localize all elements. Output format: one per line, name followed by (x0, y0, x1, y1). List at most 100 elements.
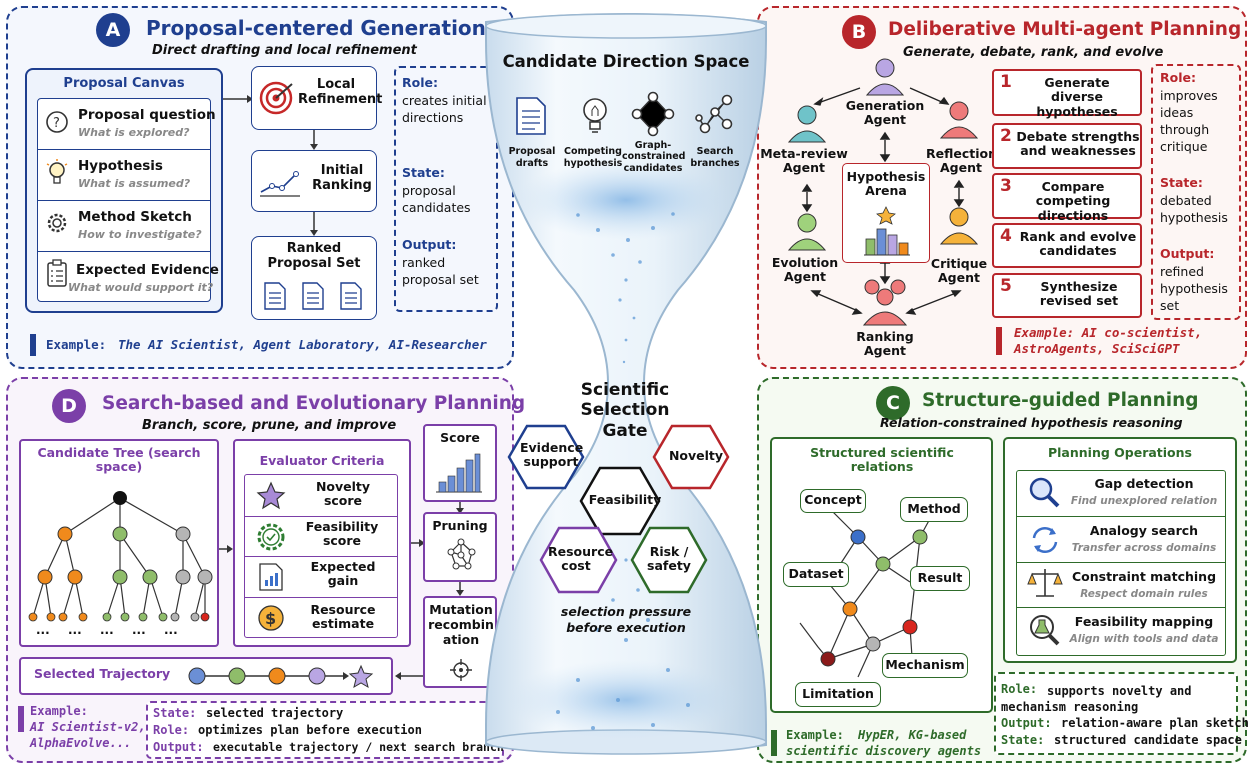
canvas-item-title: Method Sketch (78, 209, 192, 225)
critique-agent-label: Critique Agent (930, 256, 988, 286)
refresh-icon (1032, 526, 1058, 554)
panel-d-role-box (146, 701, 504, 759)
network-prune-icon (447, 538, 476, 570)
evolution-agent-label: Evolution Agent (771, 255, 839, 285)
canvas-item-title: Expected Evidence (76, 262, 219, 278)
hex-risk-label: Risk / safety (647, 544, 691, 574)
canvas-item-sub: What is assumed? (78, 177, 191, 190)
node-label: Dataset (788, 566, 844, 581)
panel-c-example-line2: scientific discovery agents (786, 744, 982, 758)
hex-evidence-label: Evidence support (520, 440, 584, 470)
evaluator-criteria-title: Evaluator Criteria (259, 453, 385, 468)
node-mechanism (882, 653, 968, 678)
panel-a-role-box (394, 66, 498, 312)
role-label: Role: (1001, 682, 1038, 696)
panel-d-title: Search-based and Evolutionary Planning (102, 393, 526, 414)
step-text: Compare competing directions (1035, 179, 1111, 223)
op-title: Analogy search (1089, 523, 1199, 538)
reflection-agent-icon (939, 101, 979, 139)
node-dataset (783, 562, 849, 587)
arrow-tree-to-eval (219, 545, 233, 553)
output-text: relation-aware plan sketch (1061, 716, 1249, 730)
canvas-item-title: Hypothesis (78, 158, 163, 174)
panel-b-example: Example: AI co-scientist, AstroAgents, S… (1014, 325, 1203, 357)
generation-agent-icon (865, 58, 905, 96)
node-method (900, 497, 968, 522)
meta-review-agent-label: Meta-review Agent (760, 146, 848, 176)
node-label: Mechanism (885, 657, 965, 672)
node-concept (800, 489, 866, 513)
arena-chart-icon (864, 206, 910, 256)
panel-c-badge: C (876, 386, 910, 420)
tree-ellipsis: ... (68, 623, 82, 637)
panel-b-subtitle: Generate, debate, rank, and evolve (903, 45, 1164, 60)
state-label: State: (1001, 733, 1045, 747)
score-label: Score (440, 430, 480, 445)
node-label: Method (907, 501, 961, 516)
role-text: optimizes plan before execution (198, 723, 422, 737)
question-icon: ? (46, 111, 68, 133)
panel-c-example-line1: HypER, KG-based (858, 728, 967, 742)
panel-a-example-label: Example: (46, 337, 107, 352)
lightbulb-icon (46, 159, 68, 184)
panel-a-example: The AI Scientist, Agent Laboratory, AI-R… (118, 337, 487, 352)
panel-c-role-box (994, 672, 1238, 755)
role-label: Role: (402, 75, 438, 90)
panel-c-example-label: Example: (786, 728, 844, 742)
panel-d-example-line2: AlphaEvolve... (30, 736, 132, 750)
op-sub: Transfer across domains (1071, 542, 1217, 554)
pruning-box (423, 512, 497, 582)
planning-operations-title: Planning Operations (1047, 445, 1192, 460)
role-label: Role: (153, 723, 190, 737)
panel-d-badge: D (52, 389, 86, 423)
trajectory-path (188, 664, 374, 689)
output-label: Output: (402, 237, 457, 252)
arrow-down (310, 130, 318, 150)
panel-c-title: Structure-guided Planning (922, 390, 1199, 411)
center-title: Candidate Direction Space (502, 52, 750, 71)
gate-title: Scientific Selection Gate (580, 380, 670, 441)
criterion-label: Resource estimate (310, 602, 376, 632)
state-label: State: (1160, 175, 1203, 190)
arrow-down (456, 502, 464, 514)
star-icon (256, 481, 286, 510)
panel-c-subtitle: Relation-constrained hypothesis reasonin… (880, 415, 1183, 430)
ranked-proposal-label: Ranked Proposal Set (267, 241, 361, 271)
output-text: executable trajectory / next search bran… (213, 740, 504, 754)
checklist-icon (47, 259, 67, 287)
proposal-drafts-icon (516, 97, 546, 135)
graph-icon (631, 91, 675, 137)
state-text: structured candidate space (1054, 733, 1242, 747)
hypothesis-arena-label: Hypothesis Arena (846, 169, 926, 199)
selection-pressure-label: selection pressure before execution (560, 604, 692, 636)
node-limitation (795, 682, 881, 707)
local-refinement-box (251, 66, 377, 130)
svg-text:?: ? (53, 116, 60, 131)
crosshair-icon (450, 659, 472, 681)
initial-ranking-label: Initial Ranking (312, 163, 372, 193)
node-label: Result (917, 570, 963, 585)
center-icon-label: Graph-constrained candidates (622, 140, 686, 174)
panel-a-title: Proposal-centered Generation (146, 16, 486, 40)
branch-icon (695, 94, 733, 134)
canvas-item-sub: How to investigate? (78, 228, 202, 241)
panel-b-title: Deliberative Multi-agent Planning (888, 19, 1242, 40)
flask-magnifier-icon (1030, 615, 1060, 646)
lightbulb-icon (583, 98, 607, 133)
target-icon (259, 81, 293, 115)
step-number: 1 (1000, 72, 1012, 92)
pruning-label: Pruning (432, 518, 488, 533)
step-5 (992, 273, 1142, 318)
tree-ellipsis: ... (100, 623, 114, 637)
center-icon-label: Proposal drafts (508, 146, 556, 169)
canvas-item-sub: What would support it? (68, 281, 214, 294)
step-number: 5 (1000, 276, 1012, 296)
arrow-eval-to-score (411, 539, 425, 547)
dollar-coin-icon: $ (258, 605, 284, 631)
reflection-agent-label: Reflection Agent (926, 146, 998, 176)
role-text: improves ideas through critique (1160, 88, 1218, 154)
step-1 (992, 69, 1142, 116)
step-number: 2 (1000, 126, 1012, 146)
step-text: Debate strengths and weaknesses (1016, 129, 1140, 159)
line-chart-icon (260, 171, 300, 197)
